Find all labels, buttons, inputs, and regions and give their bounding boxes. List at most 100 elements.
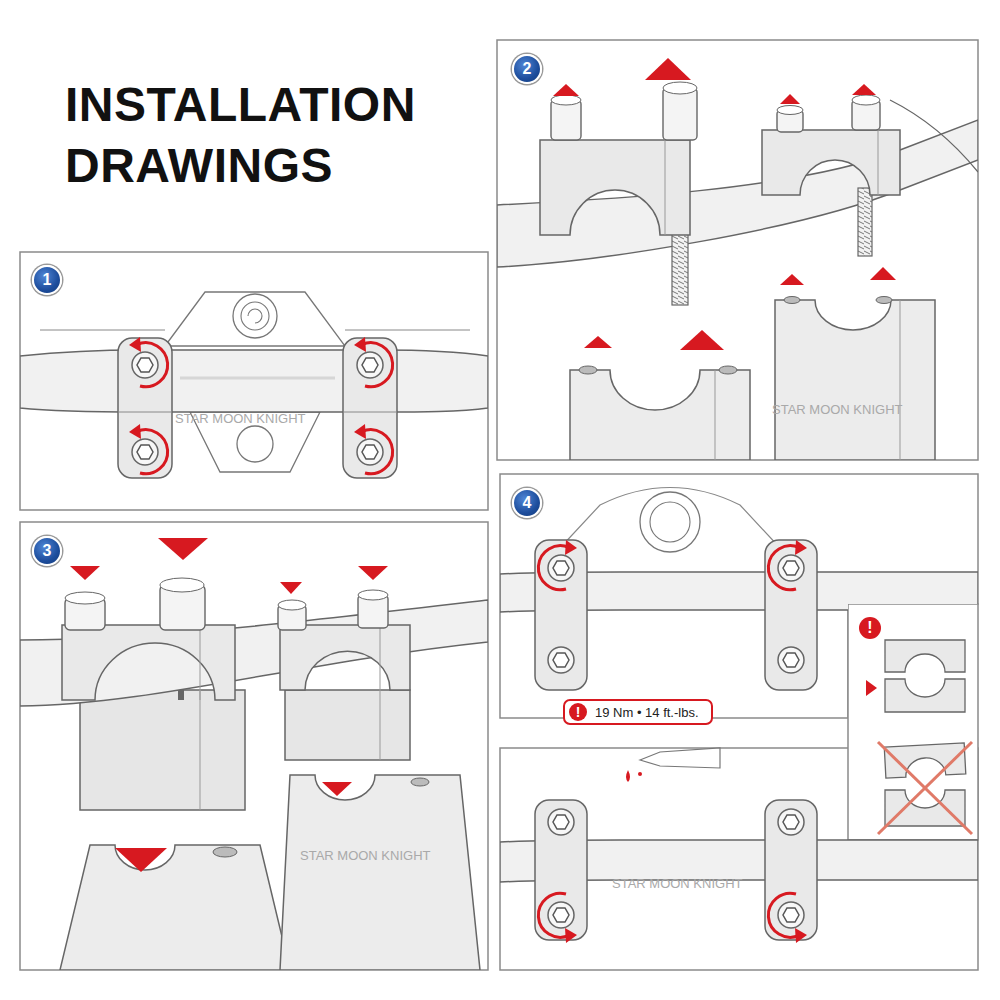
panel-frames-part — [20, 252, 488, 510]
torque-callout-text: 19 Nm • 14 ft.-lbs. — [595, 705, 699, 720]
step3-drawing-part — [200, 625, 201, 700]
step2-drawing-part — [663, 88, 697, 140]
step2-drawing-part — [665, 140, 666, 235]
step4-drawing-part — [765, 540, 817, 690]
step1-drawing — [20, 292, 488, 478]
step3-drawing-part — [200, 690, 201, 810]
step2-drawing-part — [777, 106, 803, 115]
step1-drawing-part — [20, 350, 488, 412]
step3-drawing-part — [62, 625, 235, 700]
clamp-gap-warning-part — [885, 790, 965, 826]
step2-drawing-part — [719, 366, 737, 374]
step2-drawing-part — [551, 100, 581, 140]
step4-lower-drawing-part-part — [538, 893, 577, 943]
step2-drawing-part — [878, 130, 879, 195]
step1-drawing-part — [241, 302, 269, 330]
step1-drawing-part — [343, 338, 397, 478]
step4-drawing-part-part — [768, 540, 807, 590]
step4-lower-drawing-part — [548, 902, 574, 928]
step2-drawing-part — [784, 297, 800, 304]
step4-drawing-part — [640, 492, 700, 552]
panel-frames-part — [20, 522, 488, 970]
step2-drawing-part-part — [680, 330, 724, 350]
step-number-text: 4 — [523, 495, 532, 511]
warning-icon-text: ! — [867, 620, 872, 636]
watermark: STAR MOON KNIGHT — [612, 876, 742, 891]
step1-drawing-part — [40, 330, 165, 331]
step4-drawing-part — [778, 647, 804, 673]
step2-drawing-part — [570, 370, 750, 460]
watermark: STAR MOON KNIGHT — [175, 411, 305, 426]
step2-drawing-part — [858, 188, 872, 256]
step3-drawing-part — [280, 775, 480, 970]
step1-drawing-part — [354, 424, 393, 474]
step3-drawing-part — [278, 600, 306, 610]
step-number-text: 1 — [43, 272, 52, 288]
panel-frames-part — [848, 604, 978, 840]
step3-drawing-part — [411, 778, 429, 786]
clamp-gap-warning-part — [885, 640, 965, 672]
step1-drawing-part — [357, 352, 383, 378]
threadlock-tube-part — [626, 770, 630, 782]
clamp-gap-warning — [866, 640, 972, 834]
step4-lower-drawing-part — [535, 800, 587, 940]
step2-drawing-part-part — [870, 267, 896, 280]
step2-drawing-part — [762, 130, 900, 195]
step2-drawing-part — [876, 297, 892, 304]
step1-drawing-part — [345, 330, 470, 331]
step-number: 2 — [512, 54, 542, 84]
step4-drawing-part — [535, 540, 587, 690]
threadlock-tube — [626, 748, 720, 782]
step4-lower-drawing-part — [538, 893, 577, 943]
step1-drawing-part — [165, 292, 345, 346]
step3-drawing-part-part — [158, 538, 208, 560]
step-number-text: 3 — [43, 543, 52, 559]
step2-drawing-part-part — [645, 58, 691, 80]
step-number: 3 — [32, 536, 62, 566]
step2-drawing-part — [497, 120, 978, 267]
step4-drawing-part — [538, 540, 577, 590]
step3-drawing-part — [213, 847, 237, 857]
step4-drawing-part — [768, 540, 807, 590]
step4-drawing-part — [548, 555, 574, 581]
step3-drawing — [20, 538, 488, 970]
step4-lower-drawing-part — [768, 893, 807, 943]
step2-drawing-part — [579, 366, 597, 374]
panel-frames — [20, 40, 978, 970]
step4-lower-drawing-part — [778, 809, 804, 835]
step3-drawing-part — [70, 538, 388, 872]
step3-drawing-part — [80, 690, 245, 810]
watermark: STAR MOON KNIGHT — [300, 848, 430, 863]
step4-lower-drawing-part — [548, 809, 574, 835]
step4-lower-drawing-part — [765, 800, 817, 940]
step2-drawing-part-part — [584, 336, 612, 348]
step3-drawing-part — [178, 690, 184, 700]
torque-callout: !19 Nm • 14 ft.-lbs. — [563, 699, 713, 725]
step4-lower-drawing-part-part — [768, 893, 807, 943]
step2-drawing-part — [775, 300, 935, 460]
step2-drawing-part — [900, 300, 901, 460]
clamp-gap-warning-part — [878, 742, 972, 834]
step3-drawing-part-part — [358, 566, 388, 580]
clamp-gap-warning-part — [866, 680, 877, 696]
step1-drawing-part — [132, 439, 158, 465]
step1-drawing-part — [129, 337, 168, 387]
step4-drawing-part — [548, 647, 574, 673]
threadlock-tube-part — [638, 772, 642, 776]
step2-drawing-part — [540, 140, 690, 235]
step1-drawing-part — [357, 439, 383, 465]
step3-drawing-part — [160, 578, 204, 592]
step1-drawing-part — [248, 309, 262, 323]
step2-drawing-part — [553, 58, 896, 350]
step3-drawing-part-part — [280, 582, 302, 594]
step2-drawing-part — [663, 82, 697, 94]
warning-icon: ! — [859, 617, 881, 639]
step1-drawing-part — [118, 412, 172, 413]
clamp-gap-warning-part — [885, 679, 965, 712]
step1-drawing-part — [129, 424, 168, 474]
step4-lower-drawing-part — [778, 902, 804, 928]
step3-drawing-part — [358, 590, 388, 600]
step3-drawing-part-part — [322, 782, 352, 796]
step3-drawing-part — [285, 690, 410, 760]
